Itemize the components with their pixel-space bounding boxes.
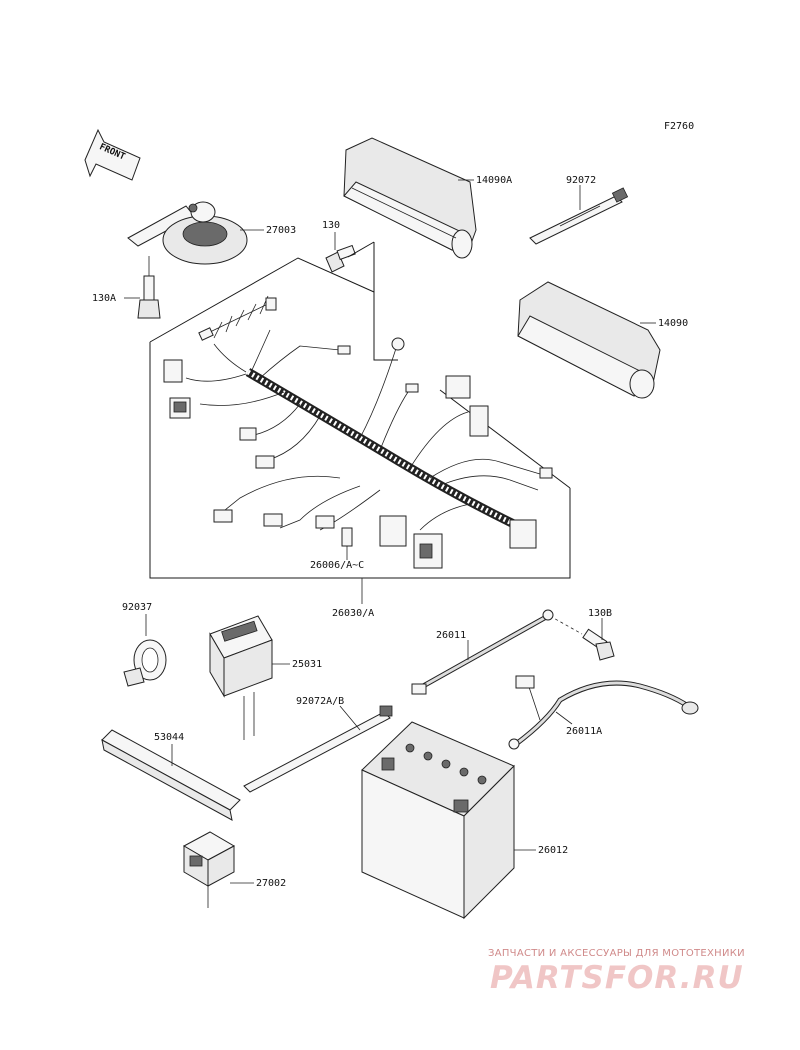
tube-53044-part [101, 729, 241, 821]
callout-26011a: 26011A [566, 726, 602, 737]
battery-26012-part [361, 721, 515, 920]
callout-26012: 26012 [538, 845, 568, 856]
callout-26011: 26011 [436, 630, 466, 641]
front-arrow-icon: FRONT [84, 128, 141, 181]
harness-box-bottom [149, 342, 571, 579]
callout-130b: 130B [588, 608, 612, 619]
cover-14090-part [517, 281, 661, 399]
callout-26006: 26006/A~C [310, 560, 364, 571]
bolt-130a-part [137, 275, 161, 319]
bolt-130-part [325, 244, 356, 273]
callout-14090: 14090 [658, 318, 688, 329]
figure-code: F2760 [664, 121, 694, 132]
callout-26030: 26030/A [332, 608, 374, 619]
cable-26011a-part [508, 675, 699, 750]
relay-27002-part [182, 831, 236, 908]
harness-box-top-left [149, 257, 375, 343]
callout-130: 130 [322, 220, 340, 231]
callout-92072ab: 92072A/B [296, 696, 344, 707]
regulator-25031-part [209, 615, 273, 740]
callout-27002: 27002 [256, 878, 286, 889]
horn-part [127, 201, 248, 265]
cable-26011-part [411, 609, 554, 695]
callout-14090a: 14090A [476, 175, 512, 186]
strap-92072-part [529, 187, 629, 245]
callout-53044: 53044 [154, 732, 184, 743]
callout-92037: 92037 [122, 602, 152, 613]
watermark-tagline: ЗАПЧАСТИ И АКСЕССУАРЫ ДЛЯ МОТОТЕХНИКИ [488, 948, 745, 959]
strap-92072ab-part [243, 705, 393, 793]
wire-harness-part [163, 295, 553, 569]
callout-92072: 92072 [566, 175, 596, 186]
callout-25031: 25031 [292, 659, 322, 670]
clamp-92037-part [123, 639, 167, 687]
fuse-26006-part [341, 527, 353, 547]
bolt-130b-part [582, 628, 615, 661]
callout-130a: 130A [92, 293, 116, 304]
cover-14090a-part [343, 137, 477, 259]
harness-bolt-leader [373, 242, 398, 361]
watermark-brand-logo: PARTSFOR.RU [490, 960, 744, 996]
callout-27003: 27003 [266, 225, 296, 236]
